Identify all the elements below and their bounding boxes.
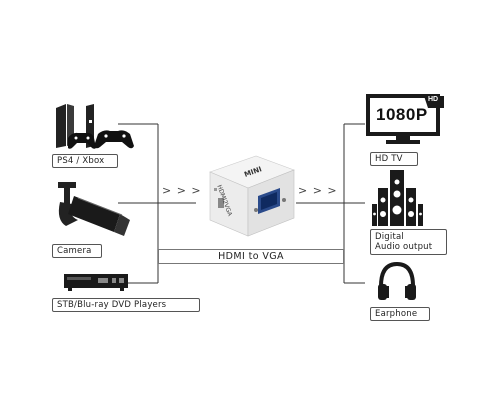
converter-device-icon: [209, 155, 295, 237]
arrows-right: > > >: [298, 184, 338, 197]
device-caption: HDMI to VGA: [158, 249, 344, 264]
tv-screen-text: 1080P: [376, 105, 428, 124]
speaker-system-icon: [372, 170, 423, 226]
headphones-icon: [378, 261, 416, 300]
output-label-audio: Digital Audio output: [370, 229, 447, 255]
input-label-console: PS4 / Xbox: [52, 154, 118, 168]
game-console-icon: [56, 104, 134, 149]
input-label-dvd: STB/Blu-ray DVD Players: [52, 298, 200, 312]
output-label-audio-line1: Digital: [375, 232, 404, 242]
output-label-earphone: Earphone: [370, 307, 430, 321]
security-camera-icon: [58, 182, 130, 236]
dvd-player-icon: [64, 274, 128, 291]
arrows-left: > > >: [162, 184, 202, 197]
input-label-camera: Camera: [52, 244, 102, 258]
tv-hd-badge: HD: [428, 96, 439, 103]
output-label-tv: HD TV: [370, 152, 418, 166]
output-label-audio-line2: Audio output: [375, 242, 433, 252]
hd-tv-icon: [366, 94, 444, 144]
